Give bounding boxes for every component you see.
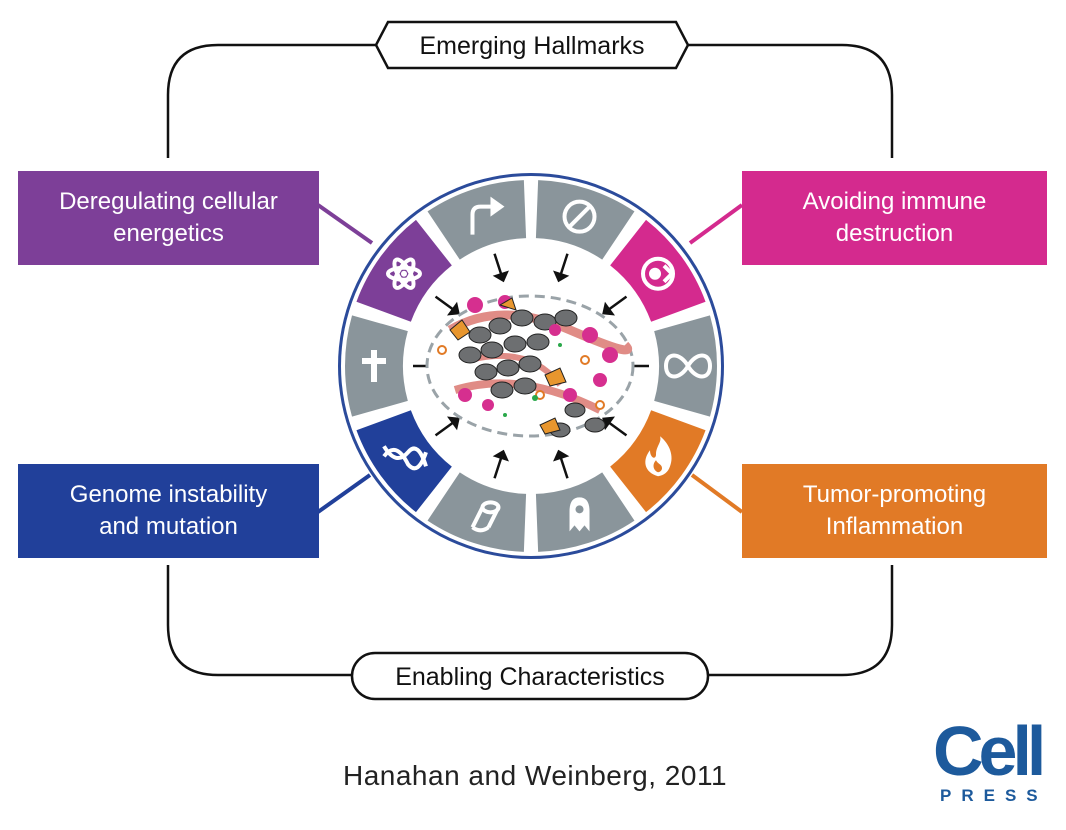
deregulating-box: Deregulating cellular energetics — [18, 171, 319, 265]
tumor-label: Tumor-promoting Inflammation — [802, 481, 987, 540]
inner-arrow-head — [492, 270, 509, 283]
ring-segment-top-right — [535, 180, 635, 260]
connector-avoiding — [688, 203, 744, 245]
dna-icon — [382, 445, 428, 471]
inner-arrow-head — [553, 270, 570, 283]
inner-arrow-shaft — [434, 420, 456, 437]
tumor-microenvironment — [425, 294, 635, 438]
cell-logo-word: Cell — [933, 712, 1046, 790]
inner-arrow-shaft — [606, 295, 628, 312]
inner-arrow-head — [553, 449, 570, 462]
inner-arrow-shaft — [558, 455, 569, 479]
citation: Hanahan and Weinberg, 2011 — [342, 760, 728, 791]
bottom-connector-line — [166, 565, 894, 677]
inner-arrow-head — [492, 449, 509, 462]
tumor-box: Tumor-promoting Inflammation — [742, 464, 1047, 558]
ring-segment-right — [654, 315, 717, 417]
arrow-up-right-icon — [470, 196, 505, 235]
infinity-icon — [663, 353, 713, 379]
ghost-cell-icon — [569, 497, 590, 532]
atom-icon — [385, 257, 422, 290]
cell-logo-press: PRESS — [940, 786, 1048, 805]
immune-cell-icon — [641, 256, 676, 291]
genome-box: Genome instability and mutation — [18, 464, 319, 558]
inner-arrow-head — [446, 416, 460, 431]
cross-icon — [362, 350, 386, 382]
flame-icon — [645, 436, 672, 477]
inner-arrow-head — [446, 301, 460, 316]
inner-arrow-shaft — [606, 420, 628, 437]
emerging-hallmarks-label: Emerging Hallmarks — [419, 32, 644, 60]
genome-label: Genome instability and mutation — [69, 481, 268, 540]
top-connector-line — [166, 43, 894, 158]
ring-segment-bottom-left — [427, 472, 527, 552]
deregulating-label: Deregulating cellular energetics — [59, 188, 278, 247]
inner-arrow-shaft — [434, 295, 456, 312]
inner-arrow-head — [602, 416, 616, 431]
inner-arrow-shaft — [493, 455, 504, 479]
connector-genome — [316, 473, 372, 514]
prohibition-icon — [562, 199, 597, 234]
inner-arrow-head — [602, 301, 616, 316]
connector-tumor — [690, 473, 744, 514]
ring-segment-top-left — [427, 180, 527, 260]
avoiding-box: Avoiding immune destruction — [742, 171, 1047, 265]
emerging-hallmarks-frame — [374, 20, 690, 70]
inner-arrow-shaft — [493, 253, 504, 277]
enabling-characteristics-label: Enabling Characteristics — [395, 663, 665, 691]
connector-deregulating — [316, 203, 374, 245]
enabling-characteristics-frame — [350, 651, 710, 701]
inner-arrow-shaft — [558, 253, 569, 277]
vessel-tube-icon — [470, 500, 501, 533]
avoiding-label: Avoiding immune destruction — [802, 188, 987, 247]
